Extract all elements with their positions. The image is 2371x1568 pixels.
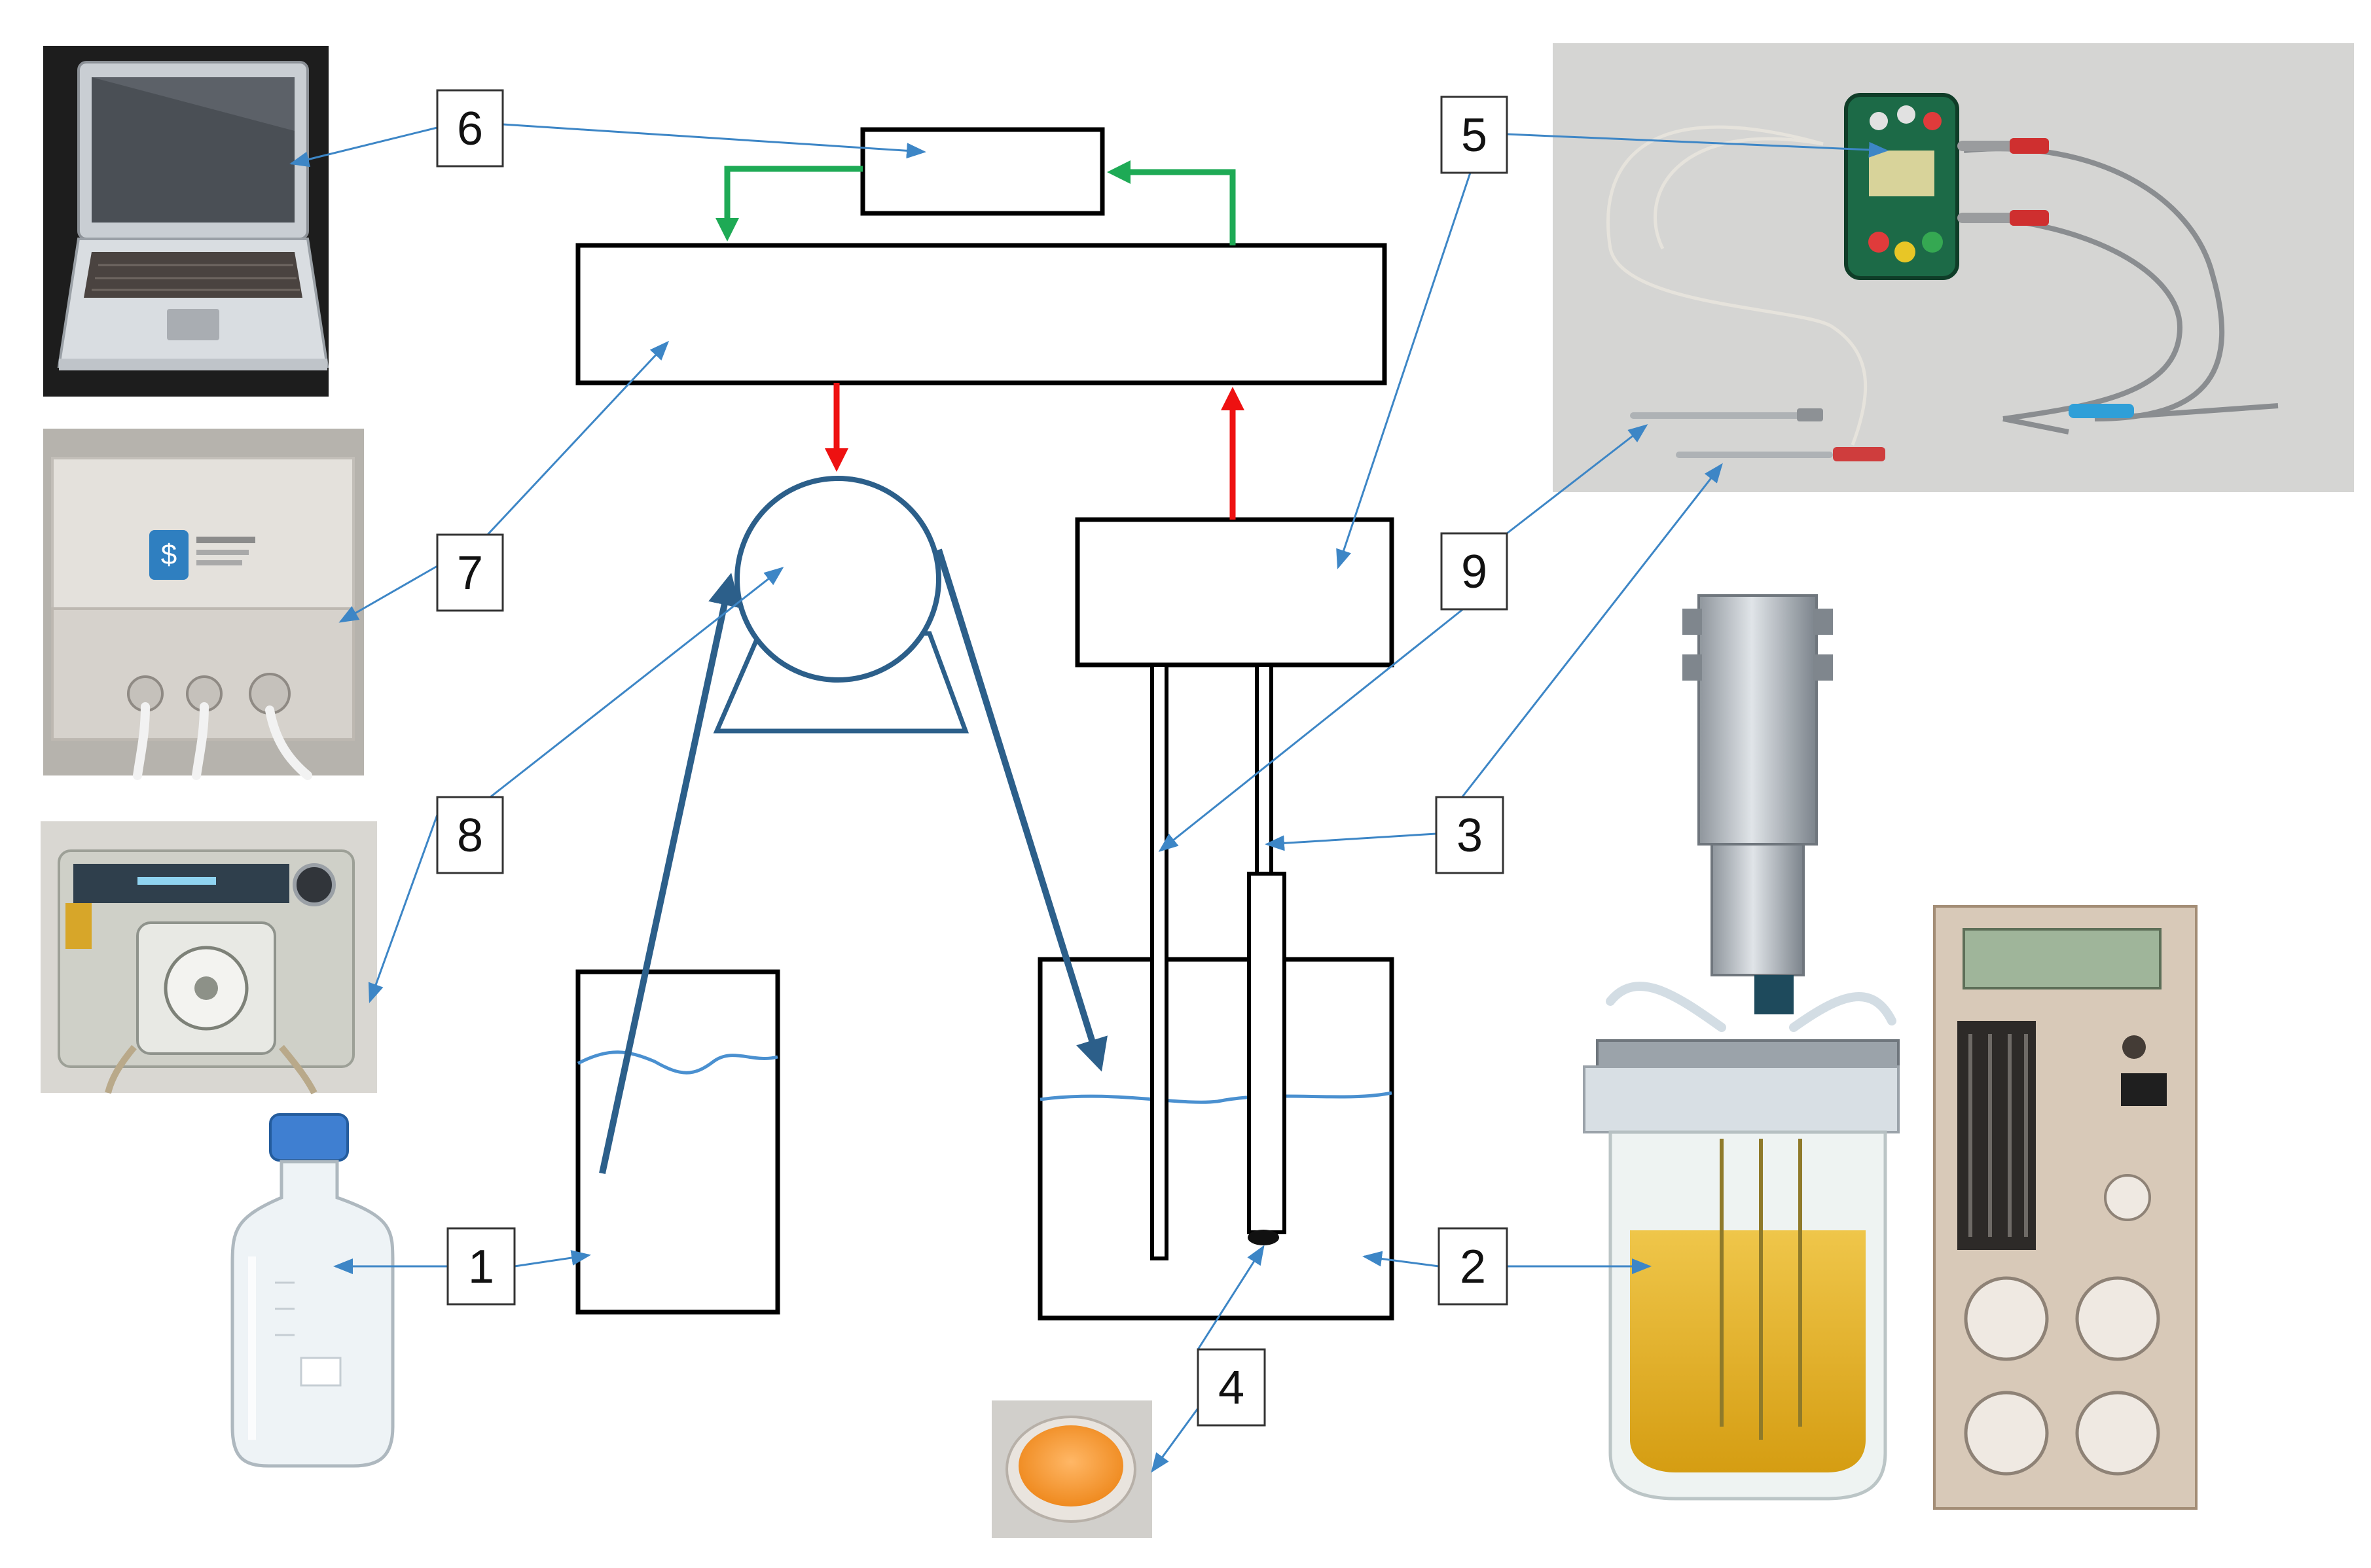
callout-3-label: 3 [1457, 810, 1483, 862]
sensor-meter-photo [1553, 43, 2354, 492]
callout-7: 7 [436, 533, 504, 612]
leader-8-pump [484, 567, 784, 803]
leader-6-computer [502, 123, 926, 159]
leader-4-tip [1197, 1245, 1265, 1350]
callout-leaders [289, 123, 1889, 1473]
callout-1: 1 [446, 1227, 516, 1306]
leader-7-control [484, 340, 670, 538]
laptop-icon [57, 61, 329, 370]
leader-5-meter [1506, 133, 1889, 158]
peristaltic-pump-photo [41, 821, 377, 1095]
signal-to-control-unit [715, 166, 863, 241]
leader-3-probe [1265, 832, 1437, 851]
leader-2-vessel [1362, 1251, 1439, 1268]
leader-9-probe [1158, 607, 1464, 852]
callout-4: 4 [1197, 1348, 1266, 1427]
pump-symbol [713, 476, 969, 734]
callout-5: 5 [1440, 96, 1508, 174]
sensor-spot-photo [992, 1400, 1152, 1538]
oxygen-probe [1247, 872, 1286, 1234]
callout-2: 2 [1438, 1227, 1508, 1306]
computer-block [860, 127, 1105, 216]
svg-text:$: $ [161, 539, 177, 571]
callout-2-label: 2 [1460, 1241, 1486, 1293]
controller-box-photo: $ [43, 429, 364, 780]
callout-4-label: 4 [1218, 1362, 1244, 1414]
leader-7-box [338, 565, 438, 623]
callout-9: 9 [1440, 532, 1508, 611]
laptop-photo [43, 46, 329, 397]
bioreactor-photo [1583, 594, 2198, 1510]
temperature-probe [1150, 663, 1168, 1260]
leader-6-laptop [289, 126, 438, 168]
signal-to-computer [1107, 160, 1236, 245]
leader-3-photo [1460, 463, 1723, 799]
reactor-vessel [1038, 957, 1394, 1321]
leader-8-photo [368, 814, 439, 1003]
control-unit-block [575, 243, 1387, 385]
callout-8: 8 [436, 796, 504, 874]
handheld-meter-icon [1606, 93, 2279, 461]
callout-5-label: 5 [1461, 109, 1487, 162]
callout-3: 3 [1435, 796, 1504, 874]
callout-7-label: 7 [457, 547, 483, 599]
enclosure-box-icon: $ [51, 457, 355, 780]
bioreactor-icon [1583, 594, 2198, 1510]
leader-4-photo [1151, 1408, 1199, 1473]
leader-9-photo [1506, 424, 1648, 535]
callout-9-label: 9 [1461, 546, 1487, 598]
sensor-spot-icon [1005, 1416, 1136, 1523]
glass-bottle-icon [230, 1113, 395, 1468]
callout-6-label: 6 [457, 103, 483, 155]
callout-1-label: 1 [468, 1241, 494, 1293]
sensor-spot-tip [1248, 1230, 1279, 1245]
peristaltic-pump-icon [58, 849, 355, 1095]
leader-1-container [514, 1250, 591, 1268]
leader-5-box [1336, 164, 1474, 569]
callout-8-label: 8 [457, 810, 483, 862]
sensor-meter-block [1075, 517, 1394, 668]
callout-6: 6 [436, 89, 504, 168]
outlet-tubing [935, 548, 1108, 1072]
feed-tubing [599, 573, 741, 1175]
media-bottle-photo [230, 1113, 395, 1468]
